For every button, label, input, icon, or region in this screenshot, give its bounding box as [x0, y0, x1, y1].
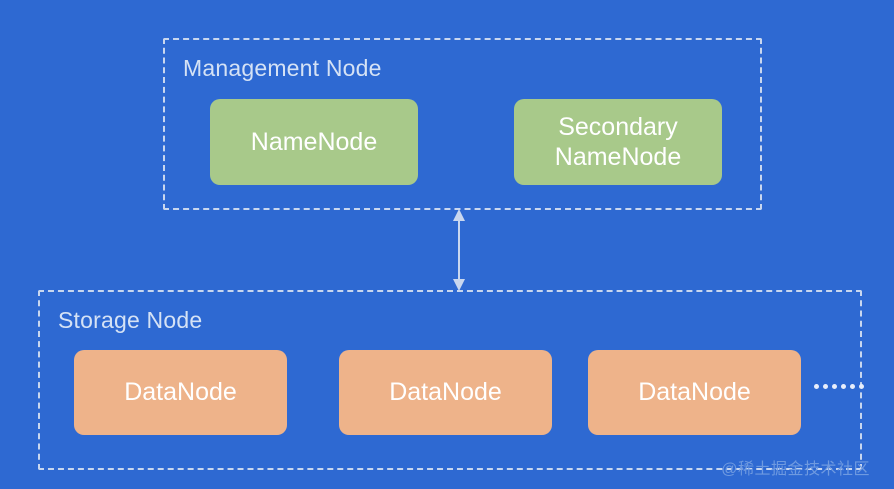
overflow-ellipsis-icon: [814, 384, 864, 389]
storage-node-group: Storage Node: [38, 290, 862, 470]
datanode-box[interactable]: DataNode: [74, 350, 287, 435]
secondary-namenode-label-line1: Secondary: [558, 112, 678, 141]
management-node-label: Management Node: [183, 55, 382, 81]
namenode-box[interactable]: NameNode: [210, 99, 418, 185]
ellipsis-dot: [859, 384, 864, 389]
secondary-namenode-label-line2: NameNode: [554, 143, 682, 171]
datanode-label: DataNode: [389, 378, 502, 407]
management-node-group: Management Node: [163, 38, 762, 210]
watermark: @稀土掘金技术社区: [721, 461, 870, 478]
secondary-namenode-box[interactable]: Secondary NameNode: [514, 99, 722, 185]
ellipsis-dot: [841, 384, 846, 389]
ellipsis-dot: [832, 384, 837, 389]
datanode-label: DataNode: [638, 378, 751, 407]
secondary-namenode-label: Secondary NameNode: [555, 112, 681, 173]
datanode-box[interactable]: DataNode: [588, 350, 801, 435]
ellipsis-dot: [850, 384, 855, 389]
ellipsis-dot: [823, 384, 828, 389]
storage-node-label: Storage Node: [58, 307, 203, 333]
datanode-label: DataNode: [124, 378, 237, 407]
datanode-box[interactable]: DataNode: [339, 350, 552, 435]
ellipsis-dot: [814, 384, 819, 389]
namenode-label: NameNode: [250, 127, 378, 156]
bidirectional-arrow-icon: [453, 209, 465, 291]
